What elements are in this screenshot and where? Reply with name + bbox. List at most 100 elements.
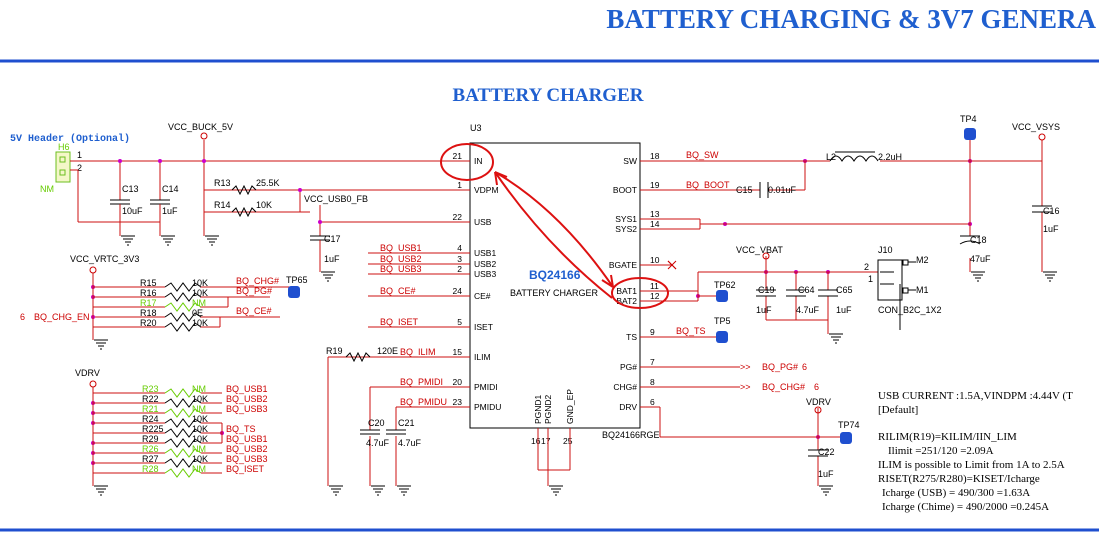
c21-ref: C21 [398, 418, 415, 428]
ic-right-pin-name: BGATE [609, 260, 638, 270]
ic-right-pin-number: 7 [650, 357, 655, 367]
tp4-ref: TP4 [960, 114, 977, 124]
c14-ref: C14 [162, 184, 179, 194]
section-title: BATTERY CHARGER [453, 85, 644, 106]
h6-pin2-pad [59, 169, 66, 176]
ic-bottom-pin-number: 16 [531, 436, 541, 446]
note-icharge-usb: Icharge (USB) = 490/300 =1.63A [882, 487, 1030, 499]
r27-value: 10K [192, 454, 208, 464]
r28-value: NM [192, 464, 206, 474]
r26-value: NM [192, 444, 206, 454]
ic-right-pin-number: 14 [650, 219, 660, 229]
r16-value: 10K [192, 288, 208, 298]
res-r26 [164, 448, 202, 458]
ic-left-pin-number: 1 [457, 180, 462, 190]
tp62-pad [716, 290, 728, 302]
net-bq-ilim: BQ_ILIM [400, 347, 436, 357]
c65-ref: C65 [836, 285, 853, 295]
res-r18 [164, 312, 202, 322]
gnd-c22 [818, 485, 834, 496]
h6-nm: NM [40, 184, 54, 194]
gnd-c20 [370, 485, 386, 496]
res-r20 [164, 322, 202, 332]
net-bq-usb1-a: BQ_USB1 [380, 243, 422, 253]
ic-right-pin-name: SYS2 [615, 224, 637, 234]
r20-ref: R20 [140, 318, 157, 328]
ic-right-pin-number: 12 [650, 291, 660, 301]
gnd-c16 [1042, 271, 1058, 282]
ic-bottom-pin-number: 17 [541, 436, 551, 446]
gnd-vdrv [93, 485, 109, 496]
res-r27 [164, 458, 202, 468]
r29-value: 10K [192, 434, 208, 444]
r28-ref: R28 [142, 464, 159, 474]
ic-right-pin-name: BAT2 [616, 296, 637, 306]
c17-ref: C17 [324, 234, 341, 244]
res-r23 [164, 388, 202, 398]
vcc-vsys-symbol [1038, 133, 1046, 141]
vrtc-wires [92, 273, 290, 340]
ic-right-pin-name: BAT1 [616, 286, 637, 296]
ic-left-pin-number: 3 [457, 254, 462, 264]
inductor-l2 [829, 155, 879, 162]
r15-ref: R15 [140, 278, 157, 288]
ic-part: BQ24166RGE [602, 430, 660, 440]
gnd-r14 [204, 235, 220, 246]
annotation-arrow-up [494, 171, 613, 299]
vcc-buck-label: VCC_BUCK_5V [168, 122, 233, 132]
r225-ref: R225 [142, 424, 164, 434]
net-bq_usb1-b: BQ_USB1 [226, 384, 268, 394]
ic-bottom-pin-name: GND_EP [565, 389, 575, 424]
r14-value: 10K [256, 200, 272, 210]
h6-pin1: 1 [77, 150, 82, 160]
ic-left-pin-number: 24 [453, 286, 463, 296]
ic-left-pin-name: USB3 [474, 269, 496, 279]
net-bq_usb2-b: BQ_USB2 [226, 444, 268, 454]
note-usb-current: USB CURRENT :1.5A,VINDPM :4.44V (T [878, 390, 1073, 402]
ic-left-pin-name: ISET [474, 322, 493, 332]
c18-value: 47uF [970, 254, 991, 264]
r22-value: 10K [192, 394, 208, 404]
note-icharge-chime: Icharge (Chime) = 490/2000 =0.245A [882, 501, 1049, 513]
vdrv-label-left: VDRV [75, 368, 100, 378]
chg-ref: 6 [814, 382, 819, 392]
res-r14 [231, 206, 257, 218]
annotation-circle-in [440, 143, 494, 181]
gnd-vrtc [93, 339, 109, 350]
net-bq-iset-a: BQ_ISET [380, 317, 419, 327]
r20-value: 10K [192, 318, 208, 328]
res-r13 [231, 184, 257, 196]
ic-left-pin-name: PMIDU [474, 402, 501, 412]
c15-ref: C15 [736, 185, 753, 195]
ic-right-pin-number: 18 [650, 151, 660, 161]
j10-m1-pad [902, 287, 909, 294]
ic-left-pin-name: CE# [474, 291, 491, 301]
res-r19 [345, 351, 371, 363]
res-r29 [164, 438, 202, 448]
res-r21 [164, 408, 202, 418]
net-bq-chg-en: BQ_CHG_EN [34, 312, 90, 322]
j10-ref: J10 [878, 245, 893, 255]
r23-ref: R23 [142, 384, 159, 394]
ic-right-pin-name: DRV [619, 402, 637, 412]
net-bq-boot: BQ_BOOT [686, 180, 730, 190]
gnd-c18 [970, 271, 986, 282]
c19-value: 1uF [756, 305, 772, 315]
ic-bottom-pin-name: PGND2 [543, 394, 553, 424]
vcc-usb0-fb-label: VCC_USB0_FB [304, 194, 368, 204]
chg-arrow: >> [740, 382, 751, 392]
bgate-nc-mark [667, 260, 677, 270]
net-bq-usb3-a: BQ_USB3 [380, 264, 422, 274]
r225-value: 10K [192, 424, 208, 434]
net-bq_usb3-b: BQ_USB3 [226, 454, 268, 464]
r27-ref: R27 [142, 454, 159, 464]
r17-ref: R17 [140, 298, 157, 308]
tp74-ref: TP74 [838, 420, 860, 430]
net-bq-pmidu: BQ_PMIDU [400, 397, 447, 407]
r19-value: 120E [377, 346, 398, 356]
ic-right-pin-number: 6 [650, 397, 655, 407]
j10-part: CON_B2C_1X2 [878, 305, 942, 315]
